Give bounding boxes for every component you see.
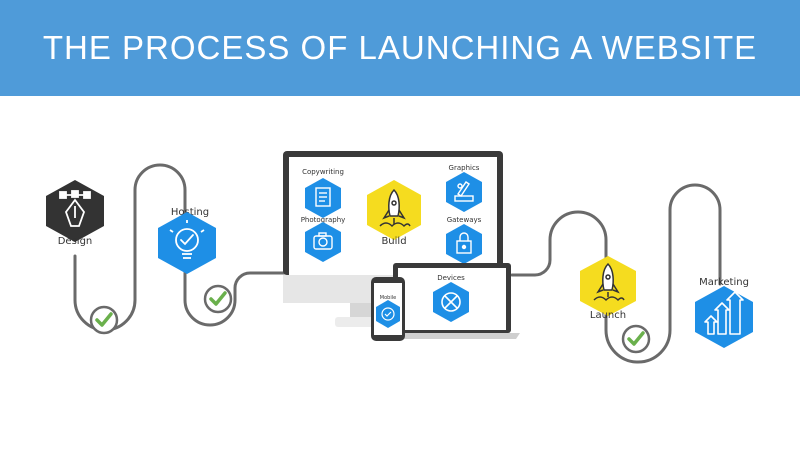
check-circle-icon	[89, 305, 119, 335]
launch-label: Launch	[590, 310, 626, 321]
build-screen: Copywriting Graphics Photography Gateway…	[301, 164, 482, 264]
check-circle-icon	[621, 324, 651, 354]
devices-label: Devices	[437, 274, 465, 282]
check-circle-icon	[203, 284, 233, 314]
hosting-label: Hosting	[171, 207, 209, 218]
build-label: Build	[381, 236, 406, 247]
pen-tool-icon	[59, 190, 91, 227]
tools-icon	[441, 292, 461, 312]
photography-label: Photography	[301, 216, 346, 224]
copywriting-hexagon	[305, 178, 341, 218]
laptop: Devices	[385, 263, 520, 339]
rocket-icon	[379, 188, 411, 228]
marketing-label: Marketing	[699, 277, 749, 288]
padlock-icon	[456, 232, 472, 254]
step-hosting: Hosting	[158, 207, 216, 274]
title-banner: THE PROCESS OF LAUNCHING A WEBSITE	[0, 0, 800, 96]
growth-arrows-icon	[704, 291, 744, 335]
rocket-icon	[593, 262, 625, 302]
gateways-hexagon	[446, 224, 482, 264]
mobile-label: Mobile	[380, 295, 396, 301]
process-path-right	[510, 183, 722, 364]
mobile-hexagon	[376, 300, 400, 328]
step-marketing: Marketing	[695, 277, 753, 348]
step-design: Design	[46, 180, 104, 247]
marketing-hexagon	[695, 286, 753, 348]
gateways-label: Gateways	[447, 216, 482, 224]
photography-hexagon	[305, 222, 341, 262]
page-title: THE PROCESS OF LAUNCHING A WEBSITE	[42, 29, 758, 66]
pencil-ruler-icon	[454, 181, 474, 202]
graphics-label: Graphics	[449, 164, 480, 172]
gear-check-icon	[381, 307, 395, 321]
mobile-phone: Mobile	[371, 277, 405, 341]
camera-icon	[313, 232, 333, 250]
design-label: Design	[58, 236, 93, 247]
lightbulb-check-icon	[169, 220, 205, 259]
step-launch: Launch	[580, 256, 636, 321]
document-icon	[315, 187, 331, 207]
copywriting-label: Copywriting	[302, 168, 344, 176]
